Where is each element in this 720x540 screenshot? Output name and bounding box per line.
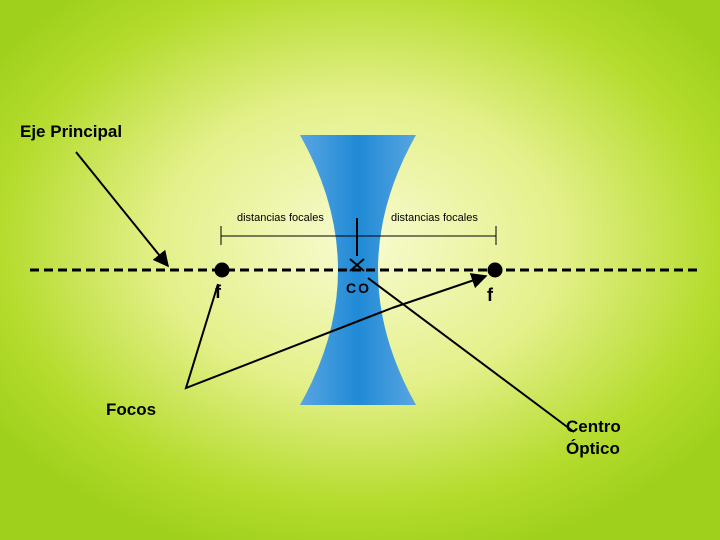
optical-center-label-line1: Centro: [566, 417, 621, 436]
optical-center-marker: [349, 258, 365, 272]
optical-center-label-line2: Óptico: [566, 439, 620, 458]
principal-axis-pointer-arrow: [75, 151, 170, 268]
focal-point-left: [214, 262, 230, 278]
focal-distance-left-label: distancias focales: [237, 212, 324, 224]
principal-axis-label: Eje Principal: [20, 122, 123, 141]
foci-pointer-arrow: [391, 273, 488, 309]
foci-label: Focos: [106, 400, 157, 419]
focus-left-letter: f: [215, 282, 221, 302]
foci-pointer-lines: [184, 283, 393, 390]
focal-point-right: [487, 262, 503, 278]
focal-distance-bracket: [220, 226, 497, 245]
optical-center-abbrev: CO: [346, 280, 371, 296]
optical-center-pointer-line: [367, 277, 575, 433]
focal-distance-right-label: distancias focales: [391, 212, 478, 224]
focus-right-letter: f: [487, 285, 493, 305]
